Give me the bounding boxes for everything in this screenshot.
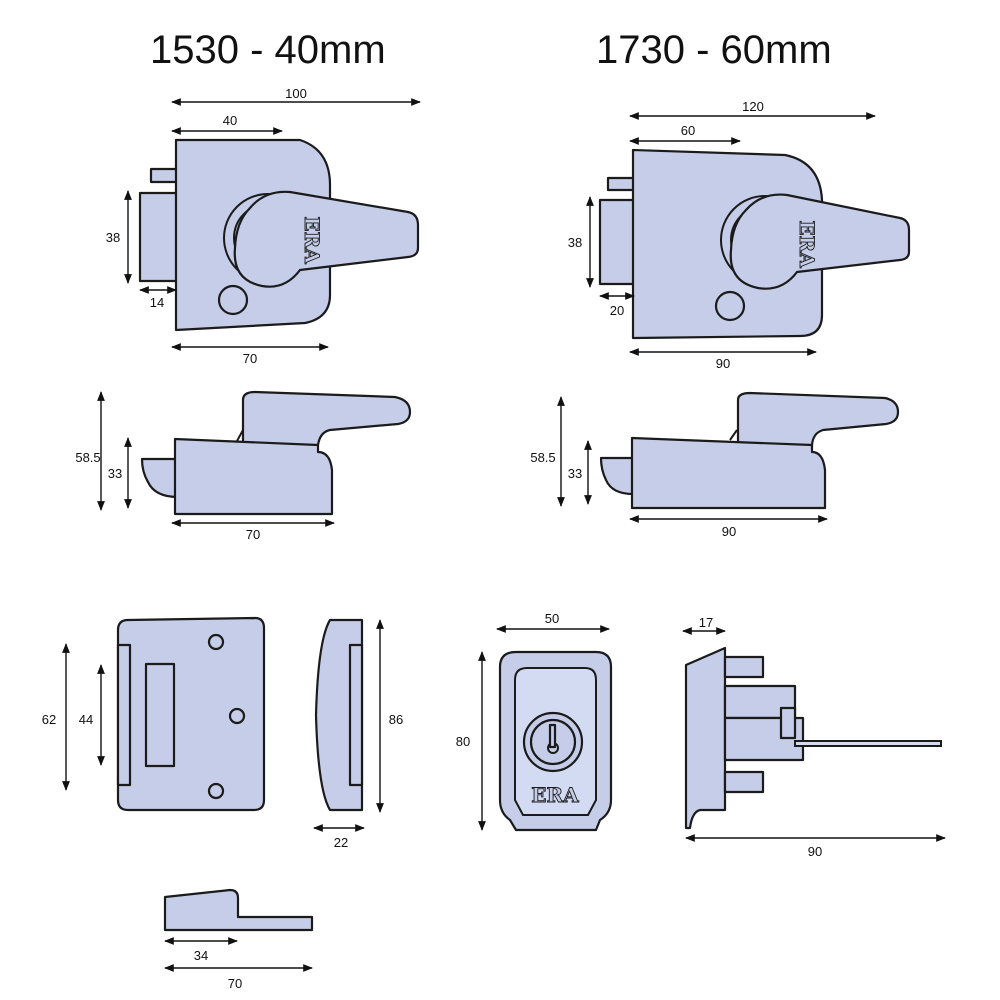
era-logo: ERA — [531, 783, 579, 807]
dim-label: 58.5 — [530, 450, 555, 465]
staple-slot — [144, 662, 176, 768]
dim-label: 17 — [699, 615, 713, 630]
case-profile — [173, 437, 334, 516]
dim-label: 70 — [243, 351, 257, 366]
dim-label: 58.5 — [75, 450, 100, 465]
lever-handle — [729, 193, 911, 290]
era-logo: ERA — [795, 220, 819, 268]
dim-label: 70 — [228, 976, 242, 991]
dim-label: 86 — [389, 712, 403, 727]
dim-label: 22 — [334, 835, 348, 850]
era-logo: ERA — [300, 216, 324, 264]
dim-label: 44 — [79, 712, 93, 727]
latch-nose — [599, 456, 635, 496]
dim-label: 90 — [808, 844, 822, 859]
lever-profile — [736, 391, 900, 454]
cylinder-front-view: ERA 50 80 — [456, 611, 613, 832]
dim-label: 33 — [568, 466, 582, 481]
title-1530: 1530 - 40mm — [150, 28, 386, 72]
screw-hole — [228, 707, 246, 725]
dim-label: 90 — [716, 356, 730, 371]
dim-label: 120 — [742, 99, 764, 114]
lever-handle — [233, 190, 420, 288]
lock-1530-front-view: ERA 100 40 38 14 70 — [106, 86, 421, 366]
dim-label: 60 — [681, 123, 695, 138]
cylinder-side-flange — [684, 646, 727, 830]
dim-label: 90 — [722, 524, 736, 539]
cylinder-lug — [723, 770, 765, 794]
dim-label: 100 — [285, 86, 307, 101]
dim-label: 40 — [223, 113, 237, 128]
dim-label: 38 — [106, 230, 120, 245]
dim-label: 38 — [568, 235, 582, 250]
staple-side-lip — [348, 643, 364, 787]
edge-line — [236, 429, 244, 442]
dim-label: 34 — [194, 948, 208, 963]
bolt-stub — [606, 176, 636, 192]
screw-hole — [207, 633, 225, 651]
keyway-slot — [548, 723, 557, 749]
dim-label: 20 — [610, 303, 624, 318]
dim-label: 62 — [42, 712, 56, 727]
connecting-bar — [794, 740, 942, 747]
staple-front-view: 62 44 — [42, 616, 266, 812]
dim-label: 50 — [545, 611, 559, 626]
staple-lip — [116, 643, 132, 787]
dim-label: 14 — [150, 295, 164, 310]
staple-side-view: 86 22 — [313, 618, 403, 850]
lock-1530-side-view: 58.5 33 70 — [75, 390, 412, 542]
lock-1730-front-view: ERA 120 60 38 20 90 — [568, 99, 911, 371]
snib-button — [217, 284, 249, 316]
dim-label: 33 — [108, 466, 122, 481]
latch-bolt — [138, 191, 179, 283]
cylinder-side-view: 17 90 — [682, 615, 946, 859]
cylinder-lug — [723, 655, 765, 679]
screw-hole — [207, 782, 225, 800]
lock-1730-side-view: 58.5 33 90 — [530, 391, 900, 539]
dim-label: 80 — [456, 734, 470, 749]
staple-bottom-profile — [163, 888, 314, 932]
bolt-stub — [149, 167, 179, 184]
title-1730: 1730 - 60mm — [596, 28, 832, 72]
case-profile — [630, 436, 827, 510]
latch-nose — [140, 457, 180, 499]
cylinder-cam — [779, 706, 797, 740]
snib-button — [714, 290, 746, 322]
edge-line — [729, 429, 738, 441]
lever-profile — [241, 390, 412, 454]
latch-bolt — [598, 198, 636, 286]
dim-label: 70 — [246, 527, 260, 542]
staple-bottom-view: 34 70 — [163, 888, 314, 991]
